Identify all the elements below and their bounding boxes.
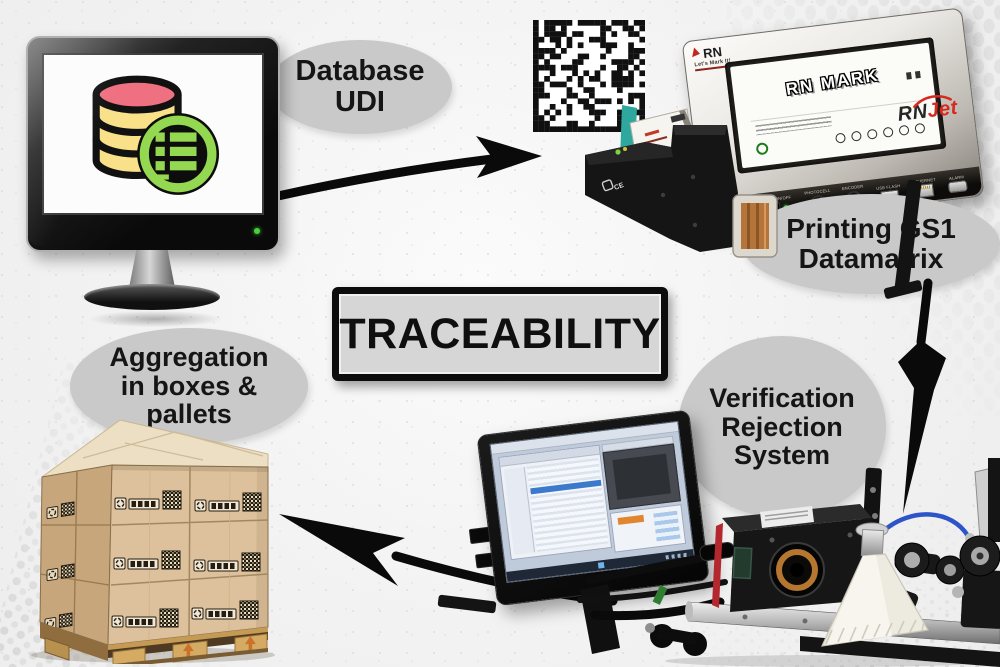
database-icon [92, 75, 220, 195]
arrow-database-to-printer [273, 136, 542, 201]
label-line: Aggregation [109, 341, 269, 372]
monitor-screen [42, 53, 264, 215]
right-clamp [952, 535, 1000, 629]
inkjet-printhead: CE [585, 105, 778, 258]
wooden-pallet [40, 622, 268, 664]
label-bubble-verification: Verification Rejection System [678, 336, 886, 518]
air-nozzle [820, 512, 975, 647]
monitor-stand-neck [129, 250, 175, 288]
printhead-led-green [615, 149, 621, 155]
label-line: pallets [146, 399, 232, 430]
port-alarm: ALARM [947, 174, 968, 193]
monitor-power-led [254, 228, 260, 234]
label-line: Printing GS1 [786, 213, 956, 245]
monitor-shadow [66, 308, 246, 330]
pallet-box-stack [31, 419, 275, 664]
page-title: TRACEABILITY [339, 309, 661, 358]
label-bubble-database-udi: Database UDI [268, 40, 452, 134]
label-bubble-aggregation: Aggregation in boxes & pallets [70, 328, 308, 444]
monitor-glare [28, 38, 274, 246]
label-line: Database [295, 54, 425, 87]
printer-controller: RN Let's Mark It! RN MARK RNJet [681, 7, 985, 231]
nozzle-plate [732, 194, 778, 258]
rnjet-swoosh [912, 95, 952, 109]
blue-cable [880, 512, 970, 538]
label-line: Verification [709, 382, 855, 413]
camera-display [732, 546, 753, 580]
label-bubble-printing: Printing GS1 Datamatrix [742, 194, 1000, 294]
screen-toolbar-icons [834, 122, 926, 144]
alarm-connector [947, 179, 968, 193]
printhead-body: CE [585, 125, 738, 252]
monitor-stand-base [84, 284, 220, 310]
printhead-led-yellow [623, 147, 627, 151]
camera-rejection-rig [577, 458, 1000, 667]
ce-mark: CE [613, 182, 625, 192]
camera-scanner [712, 504, 872, 612]
rnjet-logo: RNJet [896, 95, 959, 127]
label-line: Rejection [721, 411, 843, 442]
arrow-printer-to-verification [898, 278, 946, 514]
label-line: System [733, 440, 831, 471]
desktop-monitor [26, 36, 280, 330]
list-icon [155, 132, 197, 180]
title-box: TRACEABILITY [332, 287, 668, 381]
mount-knuckles [877, 542, 965, 609]
label-line: in boxes & [120, 370, 258, 401]
label-line: Datamatrix [798, 243, 944, 274]
lower-bracket-bar [800, 636, 1000, 667]
label-line: UDI [335, 86, 385, 118]
cable-sleeve [652, 585, 668, 605]
